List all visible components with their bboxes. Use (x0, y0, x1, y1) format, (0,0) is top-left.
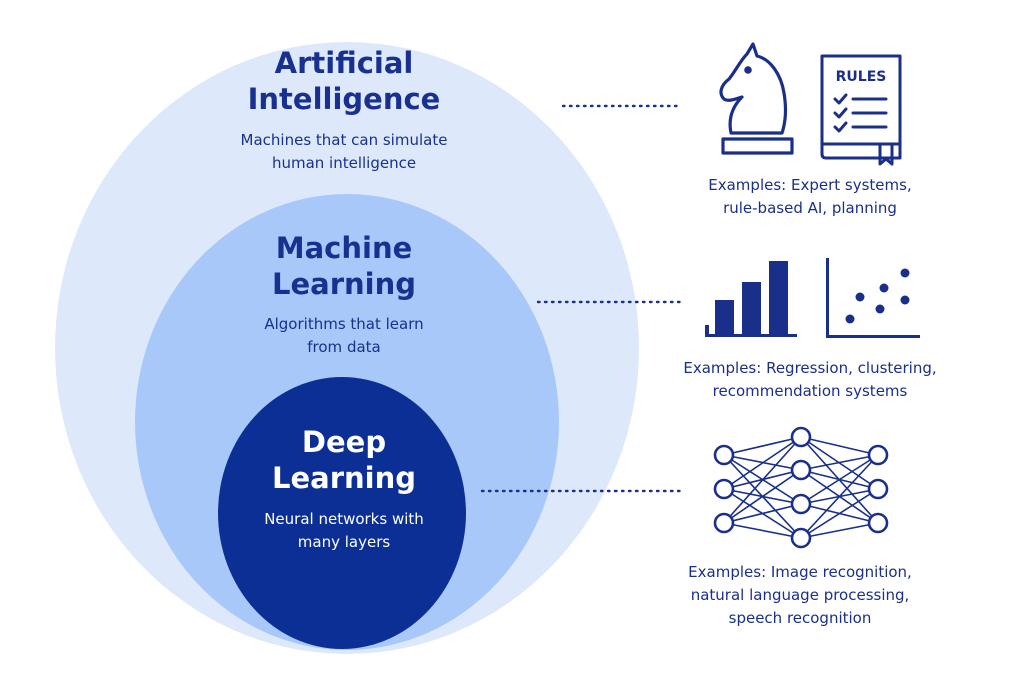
neural-network-edge (800, 436, 879, 456)
dl-examples-line: Examples: Image recognition, (688, 563, 912, 581)
neural-network-edge (723, 436, 802, 524)
neural-network-node (790, 459, 812, 481)
ml-description-line: Algorithms that learn (264, 315, 424, 333)
ai-description-line: Machines that can simulate (240, 131, 448, 149)
ml-examples-line: recommendation systems (712, 382, 908, 400)
ai-description-line: human intelligence (271, 154, 417, 172)
neural-network-edge (800, 522, 879, 539)
neural-network-node (790, 527, 812, 549)
ml-description-line: from data (307, 338, 381, 356)
dl-examples-line: natural language processing, (690, 586, 910, 604)
ml-description: Algorithms that learn from data (207, 313, 481, 359)
rules-book-label: RULES (836, 69, 887, 85)
neural-network-edge (723, 503, 802, 524)
dl-title-line: Learning (271, 461, 416, 495)
neural-network-edge (723, 436, 802, 456)
scatter-plot-icon (826, 258, 920, 338)
ml-examples: Examples: Regression, clustering, recomme… (660, 357, 960, 403)
dl-ellipse (218, 377, 466, 649)
neural-network-edge (723, 469, 802, 524)
neural-network-node (867, 444, 889, 466)
dl-description-line: many layers (297, 533, 391, 551)
neural-network-node (713, 444, 735, 466)
ml-title-line: Learning (271, 267, 416, 301)
ai-examples-line: Examples: Expert systems, (708, 176, 912, 194)
neural-network-node (867, 512, 889, 534)
ml-title-line: Machine (275, 231, 413, 265)
neural-network-edge (800, 454, 879, 505)
neural-network-edge (723, 522, 802, 539)
dl-description: Neural networks with many layers (207, 508, 481, 554)
dl-title-line: Deep (301, 425, 387, 459)
neural-network-node (713, 478, 735, 500)
neural-network-edge (800, 488, 879, 539)
neural-network-edge (800, 454, 879, 471)
dl-description-line: Neural networks with (264, 510, 424, 528)
dl-examples-line: speech recognition (728, 609, 872, 627)
dl-examples: Examples: Image recognition, natural lang… (650, 561, 950, 630)
rules-book-icon (820, 54, 902, 166)
ai-description: Machines that can simulate human intellig… (207, 129, 481, 175)
ai-title-line: Artificial (274, 46, 414, 80)
ai-examples-line: rule-based AI, planning (723, 199, 897, 217)
neural-network-node (713, 512, 735, 534)
ai-examples: Examples: Expert systems, rule-based AI, … (660, 174, 960, 220)
neural-network-node (790, 426, 812, 448)
chess-knight-icon (719, 42, 794, 155)
ai-title-line: Intelligence (247, 82, 441, 116)
neural-network-icon (713, 426, 889, 549)
bar-chart-icon (705, 261, 797, 337)
neural-network-edge (800, 454, 879, 539)
ml-examples-line: Examples: Regression, clustering, (683, 359, 937, 377)
neural-network-edge (723, 436, 802, 490)
neural-network-node (790, 493, 812, 515)
neural-network-node (867, 478, 889, 500)
